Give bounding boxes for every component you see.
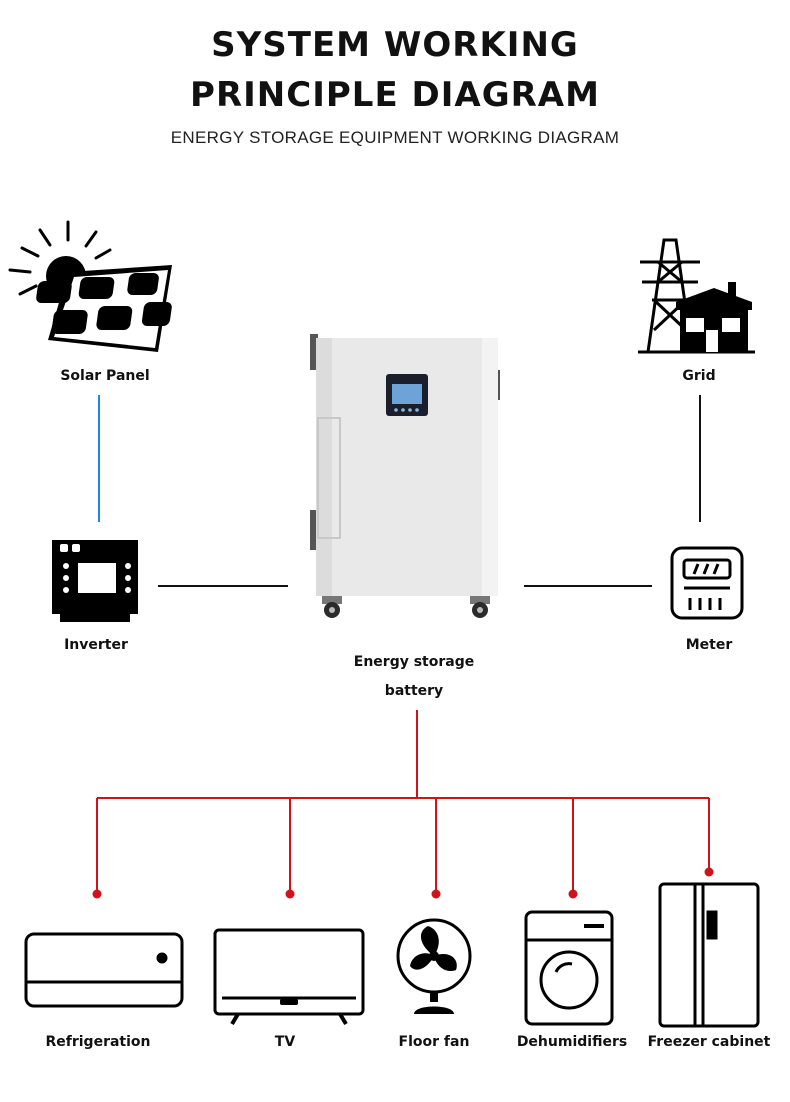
load-distribution-lines bbox=[96, 710, 710, 893]
freezer-cabinet-label: Freezer cabinet bbox=[647, 1034, 771, 1050]
subtitle: ENERGY STORAGE EQUIPMENT WORKING DIAGRAM bbox=[170, 128, 620, 147]
meter-label: Meter bbox=[685, 637, 733, 653]
solar-panel-label: Solar Panel bbox=[60, 368, 150, 384]
floor-fan-icon bbox=[396, 918, 472, 1014]
dehumidifier-icon bbox=[524, 910, 614, 1026]
title-line-1: SYSTEM WORKING bbox=[211, 25, 579, 65]
inverter-label: Inverter bbox=[64, 637, 128, 653]
battery-label-line2: battery bbox=[384, 683, 444, 699]
grid-label: Grid bbox=[682, 368, 716, 384]
floor-fan-label: Floor fan bbox=[398, 1034, 470, 1050]
freezer-cabinet-icon bbox=[658, 882, 760, 1028]
refrigeration-label: Refrigeration bbox=[45, 1034, 151, 1050]
air-conditioner-icon bbox=[24, 932, 184, 1008]
load-endpoint-dots bbox=[92, 867, 714, 899]
inverter-icon bbox=[52, 540, 138, 622]
house-icon bbox=[676, 282, 752, 352]
tv-icon bbox=[213, 928, 365, 1026]
solar-panel-icon bbox=[8, 220, 172, 352]
battery-cabinet-image bbox=[310, 334, 500, 618]
dehumidifiers-label: Dehumidifiers bbox=[516, 1034, 628, 1050]
tv-label: TV bbox=[274, 1034, 296, 1050]
title-line-2: PRINCIPLE DIAGRAM bbox=[190, 75, 600, 115]
battery-label-line1: Energy storage bbox=[353, 654, 475, 670]
meter-icon bbox=[670, 546, 744, 620]
